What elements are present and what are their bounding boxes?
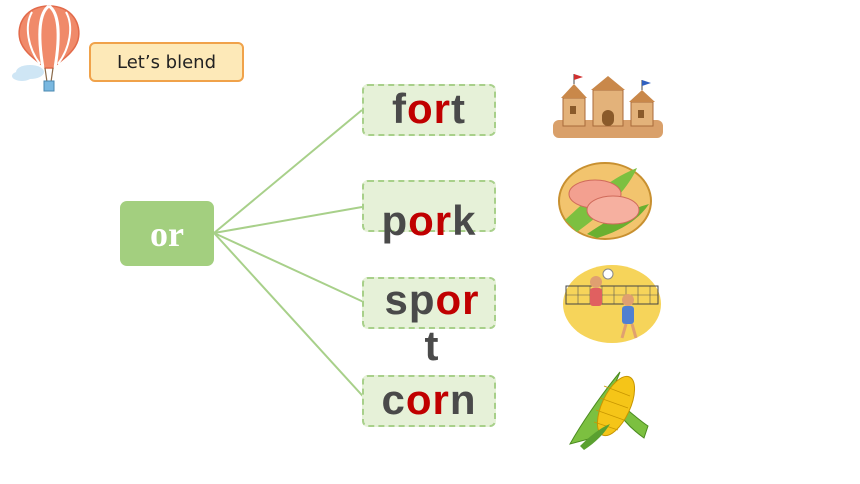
link-line-pork [213, 206, 363, 234]
word-pork-coda: k [452, 197, 477, 244]
word-box-fort: fort [362, 84, 496, 136]
word-fort-vowel: or [407, 85, 451, 132]
hot-air-balloon-icon [12, 4, 80, 92]
lesson-title-box: Let’s blend [89, 42, 244, 82]
link-line-sport [213, 232, 369, 305]
lesson-title: Let’s blend [117, 51, 216, 73]
word-sport-onset: sp [384, 276, 436, 323]
word-box-pork: pork [362, 180, 496, 244]
phoneme-text: or [150, 213, 184, 254]
word-sport-vowel: or [435, 276, 480, 323]
word-corn-coda: n [449, 376, 477, 423]
word-sport-coda: t [424, 322, 440, 369]
word-corn: corn [364, 377, 494, 423]
link-line-fort [213, 109, 363, 234]
word-box-corn: corn [362, 375, 496, 427]
volleyball-sport-icon [563, 265, 661, 343]
word-box-sport: sport [362, 277, 496, 369]
word-pork-vowel: or [408, 197, 453, 244]
word-fort-onset: f [392, 85, 407, 132]
pork-meat-icon [558, 162, 652, 240]
corn-cob-icon [568, 371, 649, 450]
word-pork-onset: p [381, 197, 409, 244]
word-fort: fort [364, 86, 494, 132]
word-fort-coda: t [451, 85, 466, 132]
word-sport: sport [380, 277, 484, 369]
phoneme-box: or [120, 201, 214, 266]
word-corn-vowel: or [405, 376, 450, 423]
word-corn-onset: c [381, 376, 406, 423]
link-line-corn [213, 232, 371, 405]
word-pork: pork [364, 198, 494, 244]
sand-castle-icon [553, 74, 663, 138]
